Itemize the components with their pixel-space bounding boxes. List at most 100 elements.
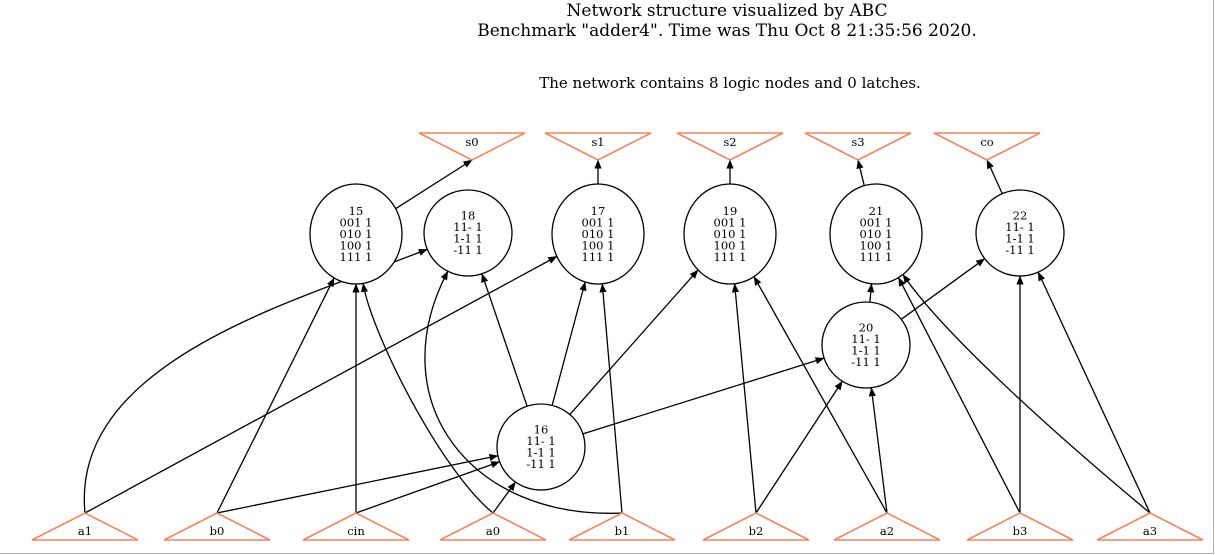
input-port-a1: a1 bbox=[31, 512, 139, 541]
node-cover-line: 010 1 bbox=[714, 227, 747, 241]
output-label: s3 bbox=[851, 135, 864, 149]
node-cover-line: 111 1 bbox=[340, 250, 373, 264]
node-id-label: 20 bbox=[859, 321, 874, 335]
output-port-s1: s1 bbox=[544, 132, 652, 161]
node-ellipse-16 bbox=[496, 403, 586, 491]
output-port-co: co bbox=[933, 132, 1041, 161]
node-cover-line: -11 1 bbox=[526, 457, 556, 471]
input-label: a2 bbox=[880, 524, 894, 538]
edge-a0-to-16 bbox=[492, 481, 517, 514]
output-label: s1 bbox=[591, 135, 604, 149]
edge-b3-to-21 bbox=[897, 277, 1021, 514]
edge-a1-to-17 bbox=[84, 255, 558, 514]
input-port-a3: a3 bbox=[1096, 512, 1204, 541]
output-port-s2: s2 bbox=[676, 132, 784, 161]
input-triangle bbox=[1096, 512, 1204, 541]
node-cover-line: 010 1 bbox=[340, 227, 373, 241]
benchmark-info: Benchmark "adder4". Time was Thu Oct 8 2… bbox=[477, 21, 977, 41]
edge-cin-to-16 bbox=[355, 461, 501, 514]
output-triangle bbox=[544, 132, 652, 161]
input-triangle bbox=[966, 512, 1074, 541]
input-port-b3: b3 bbox=[966, 512, 1074, 541]
node-cover-line: 1-1 1 bbox=[1005, 232, 1035, 246]
node-id-label: 16 bbox=[534, 423, 549, 437]
node-id-label: 22 bbox=[1013, 209, 1028, 223]
edge-a3-to-21 bbox=[902, 274, 1151, 514]
input-triangle bbox=[833, 512, 941, 541]
input-port-a0: a0 bbox=[439, 512, 547, 541]
input-label: a3 bbox=[1143, 524, 1157, 538]
node-ellipse-17 bbox=[551, 183, 645, 285]
node-id-label: 21 bbox=[869, 204, 884, 218]
input-port-b0: b0 bbox=[163, 512, 271, 541]
node-cover-line: 111 1 bbox=[714, 250, 747, 264]
node-id-label: 15 bbox=[349, 204, 364, 218]
node-ellipse-21 bbox=[829, 183, 923, 285]
node-cover-line: 100 1 bbox=[714, 238, 747, 252]
node-cover-line: 1-1 1 bbox=[851, 344, 881, 358]
input-triangle bbox=[439, 512, 547, 541]
node-cover-line: 010 1 bbox=[582, 227, 615, 241]
output-triangle bbox=[804, 132, 912, 161]
node-cover-line: 100 1 bbox=[582, 238, 615, 252]
node-cover-line: 100 1 bbox=[340, 238, 373, 252]
output-triangle bbox=[933, 132, 1041, 161]
edge-b1-to-18 bbox=[424, 270, 623, 514]
edge-b1-to-17 bbox=[599, 283, 623, 514]
node-cover-line: 11- 1 bbox=[526, 434, 556, 448]
input-label: b2 bbox=[749, 524, 764, 538]
input-port-b2: b2 bbox=[702, 512, 810, 541]
input-triangle bbox=[302, 512, 410, 541]
edge-a1-to-18 bbox=[83, 248, 428, 514]
node-cover-line: 001 1 bbox=[340, 215, 373, 229]
node-cover-line: 100 1 bbox=[860, 238, 893, 252]
node-cover-line: 111 1 bbox=[582, 250, 615, 264]
output-triangle bbox=[676, 132, 784, 161]
input-label: a1 bbox=[78, 524, 92, 538]
node-ellipse-22 bbox=[975, 189, 1065, 277]
input-triangle bbox=[568, 512, 676, 541]
node-id-label: 19 bbox=[723, 204, 738, 218]
node-cover-line: 11- 1 bbox=[453, 220, 483, 234]
input-label: b1 bbox=[615, 524, 630, 538]
output-label: co bbox=[980, 135, 993, 149]
edge-16-to-20 bbox=[582, 357, 825, 435]
node-cover-line: -11 1 bbox=[851, 355, 881, 369]
edge-15-to-s0 bbox=[395, 159, 473, 210]
edges-layer bbox=[83, 159, 1151, 514]
network-summary: The network contains 8 logic nodes and 0… bbox=[539, 74, 921, 92]
output-label: s0 bbox=[465, 135, 478, 149]
edge-a2-to-20 bbox=[868, 387, 888, 514]
node-cover-line: 11- 1 bbox=[851, 332, 881, 346]
edge-b0-to-15 bbox=[216, 277, 335, 514]
edge-16-to-19 bbox=[569, 269, 699, 415]
edge-a2-to-19 bbox=[753, 276, 888, 514]
edge-b0-to-16 bbox=[216, 453, 499, 514]
edge-21-to-s3 bbox=[856, 159, 865, 186]
node-cover-line: 1-1 1 bbox=[526, 446, 556, 460]
node-cover-line: 001 1 bbox=[714, 215, 747, 229]
node-id-label: 18 bbox=[461, 209, 476, 223]
node-cover-line: -11 1 bbox=[453, 243, 483, 257]
input-label: cin bbox=[347, 524, 365, 538]
edge-a0-to-15 bbox=[360, 282, 494, 514]
diagram-title: Network structure visualized by ABC bbox=[567, 1, 888, 21]
node-cover-line: 001 1 bbox=[582, 215, 615, 229]
node-cover-line: 001 1 bbox=[860, 215, 893, 229]
node-ellipse-19 bbox=[683, 183, 777, 285]
node-cover-line: 11- 1 bbox=[1005, 220, 1035, 234]
output-port-s0: s0 bbox=[418, 132, 526, 161]
input-triangle bbox=[163, 512, 271, 541]
input-port-cin: cin bbox=[302, 512, 410, 541]
output-port-s3: s3 bbox=[804, 132, 912, 161]
output-label: s2 bbox=[723, 135, 736, 149]
